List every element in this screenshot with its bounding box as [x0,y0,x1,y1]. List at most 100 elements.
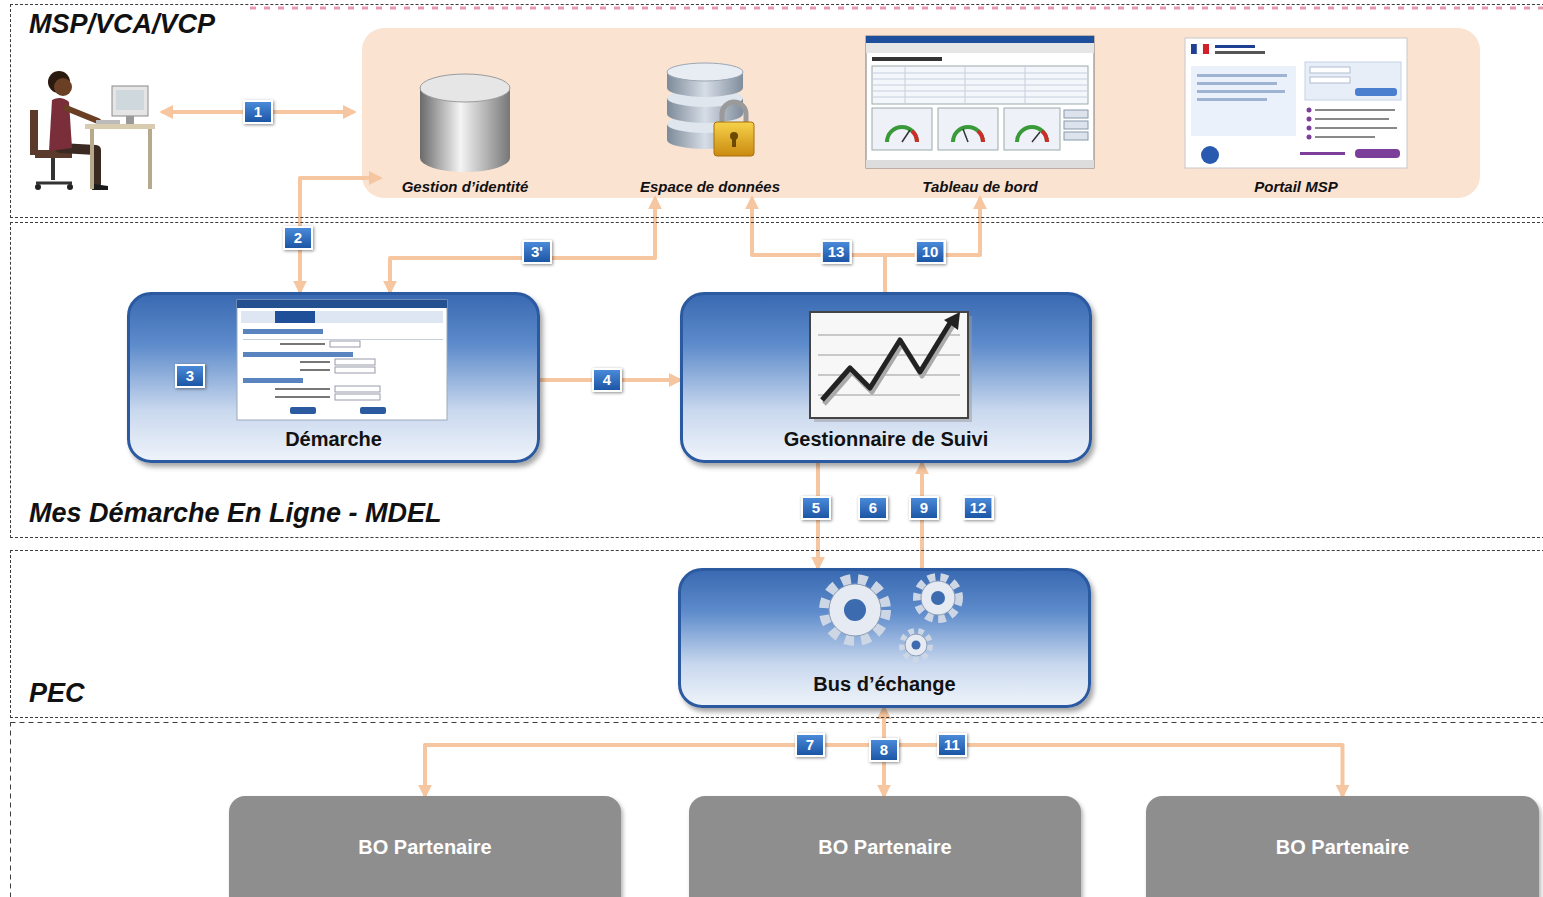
secure-database [667,79,743,97]
box-label: BO Partenaire [1276,836,1409,859]
form-screenshot [275,396,330,398]
user-figure [112,86,148,116]
item-caption: Portail MSP [1254,178,1337,195]
callout-badge: 3 [175,364,205,388]
chart-icon [824,322,955,404]
gears-icon [825,578,958,658]
gears-icon [912,641,921,650]
step-number: 11 [937,733,967,757]
step-number: 4 [592,368,622,392]
secure-database [722,102,746,124]
form-screenshot [360,407,386,414]
step-badge: 9 [909,496,939,520]
portal-screenshot [1197,74,1287,77]
flow-arrow [885,198,980,292]
dashboard-screenshot [1064,132,1088,140]
region-title: MSP/VCA/VCP [29,9,215,40]
dashboard-screenshot [953,127,983,142]
service-item: Portail MSP [1180,34,1412,198]
portal-screenshot [1203,44,1209,54]
portal-screenshot [1315,109,1395,111]
portal-screenshot [1305,62,1401,100]
form-screenshot [280,343,325,345]
secure-database [667,63,754,156]
dashboard-screenshot [1017,127,1047,142]
step-badge: 7 [795,733,825,757]
portal-screenshot [1185,38,1407,168]
step-badge: 8 [869,738,899,762]
database-cylinder [420,74,510,172]
box-label: BO Partenaire [358,836,491,859]
form-screenshot [300,361,330,363]
step-badge: 13 [821,240,852,264]
partner-box: BO Partenaire [689,796,1081,897]
portal-screenshot [1355,149,1400,158]
step-badge: 5 [801,496,831,520]
dashboard-screenshot [902,130,910,142]
region-band: MSP/VCA/VCP Gestion d’identité Espace de d… [10,4,1543,218]
callout-badge: 1 [243,100,273,124]
callout-number: 12 [963,496,994,520]
step-number: 8 [869,738,899,762]
portal-screenshot [1215,51,1265,54]
user-figure [85,124,155,129]
gears-icon [918,578,958,618]
step-number: 10 [915,240,946,264]
portal-screenshot [1191,66,1296,136]
callout-badge: 6 [858,496,888,520]
chart-icon [810,312,972,422]
gears-icon [825,580,885,640]
secure-database [667,124,743,140]
gears-icon [844,599,866,621]
callout-badge: 12 [963,496,994,520]
database-cylinder [420,144,510,172]
chart-icon [822,318,953,400]
user-figure [36,182,72,185]
dashboard-screenshot [1064,110,1088,118]
step-badge: 10 [915,240,946,264]
portal-screenshot [1197,90,1285,93]
form-screenshot [335,386,380,392]
form-screenshot [237,300,447,420]
portal-screenshot [1315,127,1397,129]
dashboard-screenshot [872,79,1088,80]
secure-database [667,115,743,133]
dashboard-screenshot [872,85,1088,86]
user-figure [35,184,41,190]
portal-screenshot [1310,67,1350,73]
user-figure [116,90,144,110]
dashboard-screenshot [1032,132,1040,142]
portal-screenshot [1191,44,1197,54]
region-band: PECBus d’échange [10,550,1543,718]
user-figure [51,158,55,180]
dashboard-screenshot [1042,131,1047,142]
dashboard-screenshot [866,160,1094,168]
form-screenshot [243,329,323,334]
chart-icon [944,312,960,330]
user-figure [126,116,134,124]
user-figure [90,129,94,189]
form-screenshot [241,311,443,323]
chart-icon [818,395,960,396]
partner-band [11,723,1543,897]
item-caption: Tableau de bord [922,178,1037,195]
chart-icon [818,355,960,356]
service-item: Gestion d’identité [380,60,550,198]
secure-database [714,122,754,156]
form-screenshot [330,341,360,347]
form-screenshot [237,300,447,308]
dashboard-screenshot [963,129,968,142]
dashboard-screenshot [866,36,1094,43]
form-screenshot [290,407,316,414]
partner-box: BO Partenaire [229,796,621,897]
secure-database [667,98,743,114]
gears-icon [921,581,955,615]
item-caption: Gestion d’identité [402,178,529,195]
form-screenshot [275,388,330,390]
box-label: Démarche [285,428,382,451]
dashboard-screenshot [872,73,1088,74]
service-item: Espace de données [615,60,805,198]
dashboard-screenshot [866,36,1094,168]
portal-screenshot [1307,108,1312,113]
